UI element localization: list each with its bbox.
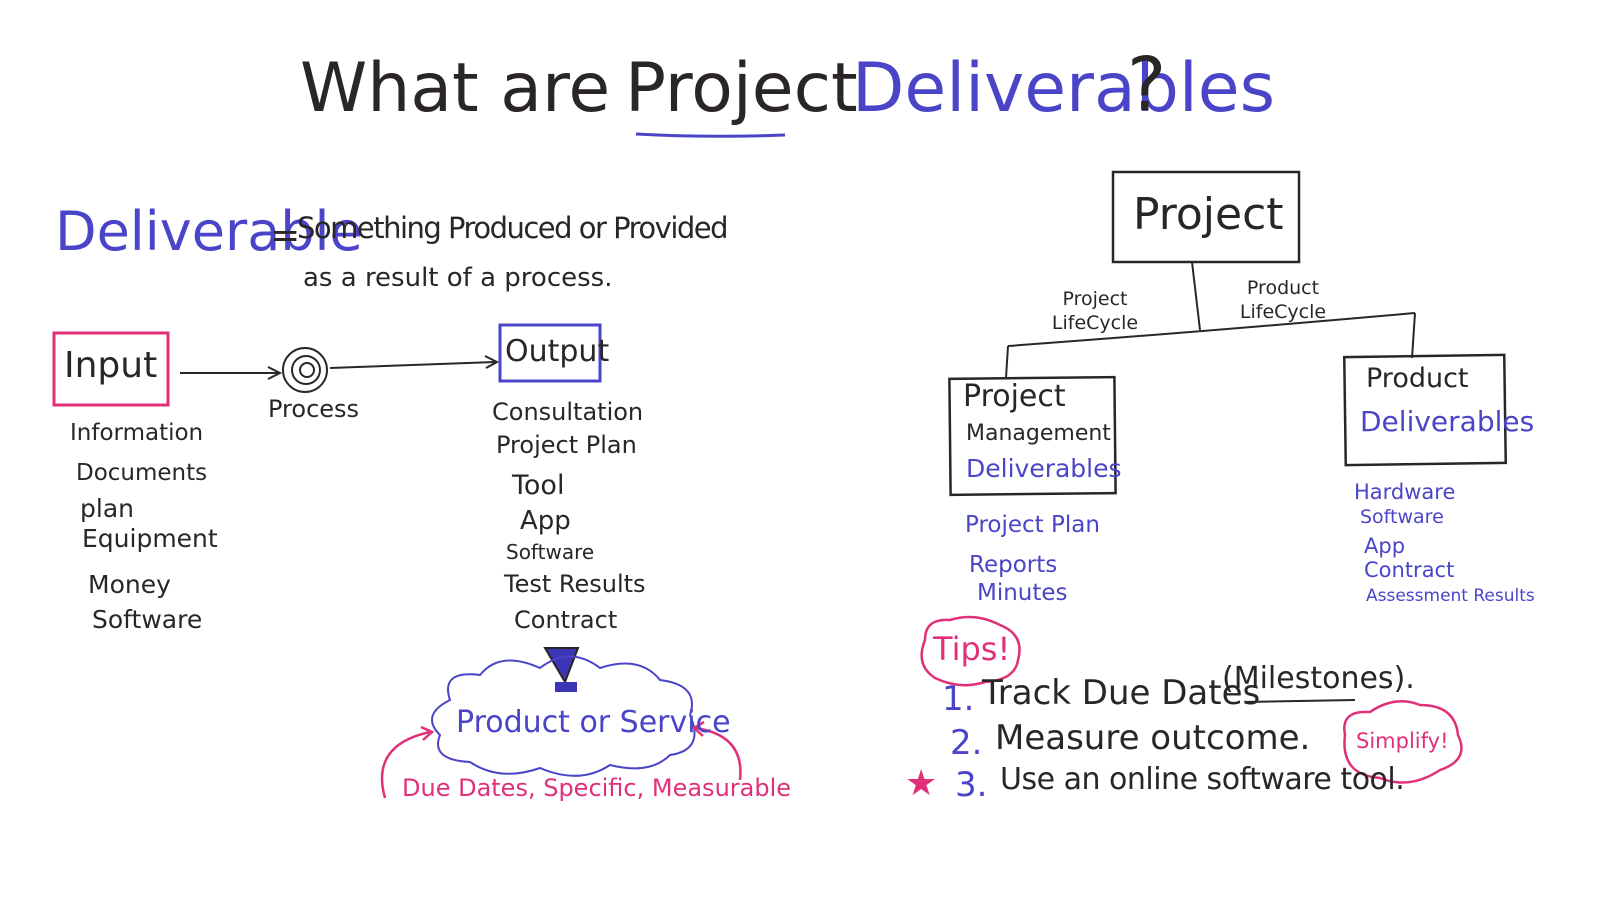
list-item: Project Plan [496, 431, 637, 459]
tree-root-label: Project [1133, 189, 1284, 240]
input-box [52, 331, 170, 407]
list-item: Assessment Results [1366, 586, 1535, 606]
left-node-line1: Project [963, 379, 1066, 414]
list-item: Contract [1364, 558, 1455, 582]
input-label: Input [64, 345, 158, 386]
product-cloud [431, 655, 696, 777]
definition-line2: as a result of a process. [303, 263, 613, 293]
list-item: Test Results [504, 570, 646, 598]
title-part3: Deliverables [852, 49, 1276, 128]
tip-3-text: Use an online software tool. [1000, 762, 1405, 797]
simplify-bubble [1343, 700, 1463, 784]
right-node-line2: Deliverables [1360, 405, 1535, 438]
cloud-label: Product or Service [456, 705, 731, 740]
left-node-line3: Deliverables [966, 454, 1122, 483]
left-node-line2: Management [966, 421, 1111, 446]
arrow-process-output [329, 361, 496, 369]
list-item: Tool [512, 470, 565, 501]
project-root-box [1111, 170, 1301, 264]
definition-equals: = [270, 215, 301, 256]
list-item: Information [70, 420, 204, 446]
tip-2-text: Measure outcome. [995, 718, 1311, 758]
list-item: Equipment [82, 524, 218, 553]
tip-3-number: 3. [955, 765, 988, 805]
tips-bubble [920, 615, 1021, 687]
star-icon: ★ [905, 763, 938, 804]
output-label: Output [505, 334, 610, 369]
right-node-line1: Product [1366, 363, 1469, 394]
list-item: Software [506, 540, 595, 564]
title-underline [635, 132, 786, 138]
project-mgmt-box [948, 375, 1117, 497]
list-item: Software [92, 605, 203, 634]
tree-left-branch: Project LifeCycle [1051, 288, 1139, 334]
product-deliverables-box [1342, 353, 1508, 467]
simplify-label: Simplify! [1356, 729, 1449, 753]
list-item: App [520, 506, 571, 536]
tip-1-number: 1. [942, 679, 975, 719]
output-box [498, 323, 602, 383]
process-label: Process [268, 395, 360, 423]
process-spiral-icon [282, 347, 328, 393]
tip-2-number: 2. [950, 723, 983, 763]
title-part1: What are [300, 49, 611, 128]
list-item: Reports [969, 552, 1058, 578]
title-qmark: ? [1127, 42, 1167, 128]
pink-arrow-left [380, 730, 431, 799]
definition-line1: Something Produced or Provided [297, 211, 729, 245]
tip-1-text: Track Due Dates [982, 673, 1261, 713]
list-item: Software [1360, 506, 1444, 528]
tip-1-paren: (Milestones). [1222, 661, 1415, 696]
list-item: Contract [514, 606, 618, 634]
list-item: Project Plan [965, 512, 1100, 538]
cloud-caption: Due Dates, Specific, Measurable [402, 774, 792, 802]
list-item: App [1364, 534, 1406, 558]
tips-heading: Tips! [933, 630, 1011, 668]
list-item: Minutes [977, 580, 1068, 606]
list-item: plan [80, 494, 134, 523]
list-item: Documents [76, 460, 208, 486]
list-item: Money [88, 570, 171, 599]
list-item: Hardware [1354, 480, 1456, 504]
list-item: Consultation [492, 398, 644, 426]
definition-term: Deliverable [55, 200, 363, 263]
down-arrow-icon [543, 647, 580, 685]
pink-arrow-right [694, 726, 742, 781]
tree-right-branch: Product LifeCycle [1239, 277, 1327, 323]
title-part2: Project [625, 49, 858, 128]
